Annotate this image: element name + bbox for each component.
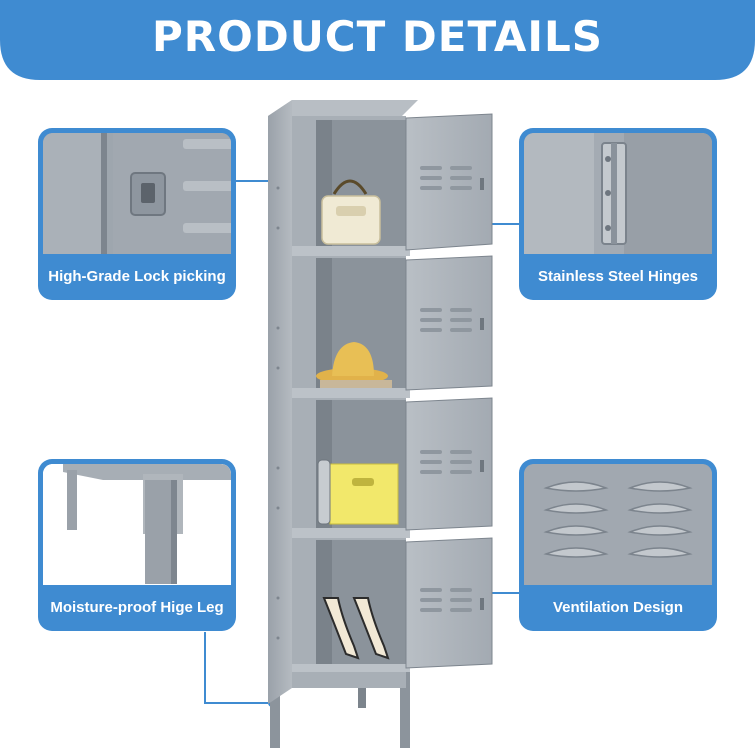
header-banner: PRODUCT DETAILS (0, 0, 755, 80)
feature-card-leg: Moisture-proof Hige Leg (38, 459, 236, 631)
locker-product-image (262, 98, 502, 750)
door-1 (405, 113, 493, 251)
page-title: PRODUCT DETAILS (152, 12, 603, 61)
door-2 (405, 255, 493, 391)
locker-top (268, 100, 418, 116)
feature-label-hinge: Stainless Steel Hinges (537, 268, 699, 285)
storage-box-item (329, 463, 399, 525)
locker-side-panel (268, 100, 292, 704)
hinge-closeup-image (524, 133, 712, 254)
bottle-item (317, 459, 331, 525)
locker-leg-left (270, 668, 280, 748)
banner-shape (0, 0, 755, 80)
lock-closeup-image (43, 133, 231, 254)
feature-label-vent: Ventilation Design (552, 599, 684, 616)
feature-card-hinge: Stainless Steel Hinges (519, 128, 717, 300)
leg-connector (204, 632, 270, 704)
feature-label-lock: High-Grade Lock picking (48, 268, 226, 285)
door-3 (405, 397, 493, 531)
feature-label-leg: Moisture-proof Hige Leg (50, 599, 224, 616)
feature-card-vent: Ventilation Design (519, 459, 717, 631)
vent-closeup-image (524, 464, 712, 585)
locker-doors (405, 113, 493, 669)
leg-closeup-image (43, 464, 231, 585)
locker-leg-right (400, 668, 410, 748)
feature-card-lock: High-Grade Lock picking (38, 128, 236, 300)
hat-item (316, 342, 392, 388)
shoes-item (322, 597, 390, 660)
door-4 (405, 537, 493, 669)
handbag-item (321, 179, 381, 245)
